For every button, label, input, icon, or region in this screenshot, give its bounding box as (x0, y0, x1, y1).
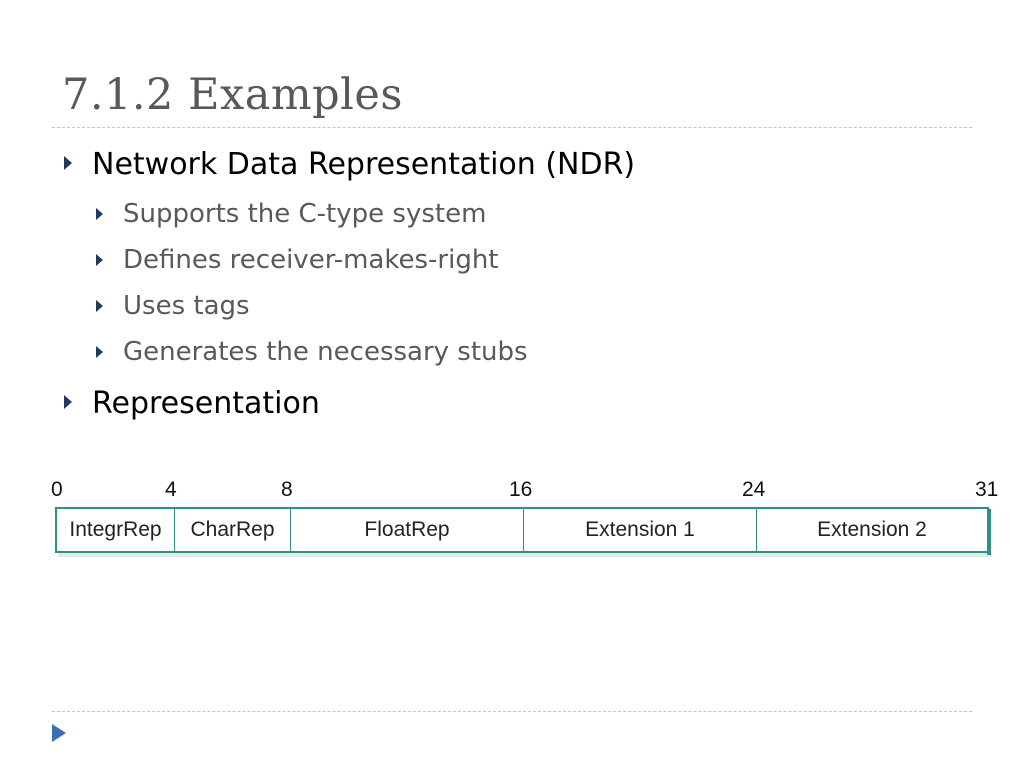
bit-label-8: 8 (281, 478, 293, 501)
field-extension-2: Extension 2 (817, 518, 927, 541)
diagram-edge (987, 509, 991, 555)
bit-label-0: 0 (51, 478, 63, 501)
triangle-right-icon (64, 156, 72, 170)
field-floatrep: FloatRep (291, 509, 524, 551)
triangle-right-icon (64, 395, 72, 409)
sub-bullet-text: Generates the necessary stubs (123, 337, 528, 367)
title-divider (52, 127, 972, 128)
play-triangle-icon[interactable] (52, 724, 66, 742)
bit-label-4: 4 (165, 478, 177, 501)
triangle-right-icon (96, 208, 103, 220)
field-row: IntegrRep CharRep FloatRep Extension 1 E… (55, 507, 989, 553)
footer-divider (52, 711, 972, 712)
field-extension-1: Extension 1 (524, 509, 757, 551)
triangle-right-icon (96, 346, 103, 358)
sub-bullet-text: Supports the C-type system (123, 199, 487, 229)
triangle-right-icon (96, 300, 103, 312)
sub-bullet-text: Defines receiver-makes-right (123, 245, 499, 275)
diagram-shadow (58, 553, 992, 557)
bit-label-31: 31 (975, 478, 999, 501)
bit-label-24: 24 (742, 478, 766, 501)
triangle-right-icon (96, 254, 103, 266)
bullet-text: Representation (92, 386, 320, 421)
slide-title: 7.1.2 Examples (62, 70, 403, 120)
field-charrep: CharRep (175, 509, 291, 551)
bullet-text: Network Data Representation (NDR) (92, 147, 636, 182)
sub-bullet-text: Uses tags (123, 291, 250, 321)
bit-label-16: 16 (509, 478, 533, 501)
field-integrrep: IntegrRep (57, 509, 175, 551)
